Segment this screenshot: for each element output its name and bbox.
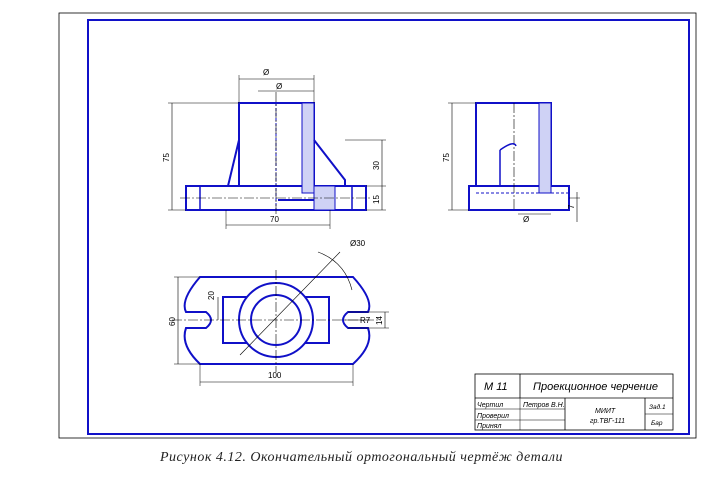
dim-side-height: 75 [442, 153, 451, 162]
top-view [172, 251, 389, 386]
front-view [168, 75, 386, 229]
dim-front-flange-height: 15 [372, 195, 381, 204]
front-hatch-wall [301, 102, 315, 194]
figure-caption: Рисунок 4.12. Окончательный ортогональны… [160, 450, 563, 465]
title-block-group: гр.ТВГ-111 [590, 418, 625, 425]
dim-side-bore: Ø [523, 215, 529, 224]
title-block-drew-name: Петров В.Н. [523, 402, 565, 409]
front-rib [313, 139, 346, 186]
title-block-scale: М 11 [484, 381, 508, 393]
dim-top-radius: R7 [360, 316, 371, 325]
title-block-sheet: Зад.1 [649, 403, 666, 411]
dim-side-flange: 7 [567, 204, 576, 209]
outer-frame [58, 12, 697, 439]
dim-top-slot: 20 [207, 291, 216, 300]
title-block-title: Проекционное черчение [533, 381, 658, 393]
dim-top-slot-width: 14 [375, 316, 384, 325]
side-view [448, 102, 580, 222]
side-hatch-wall [538, 102, 552, 194]
title-block-row-checked: Проверил [477, 413, 509, 420]
title-block-row-approved: Принял [477, 423, 501, 430]
title-block-row-drew: Чертил [477, 402, 503, 409]
dim-front-width-top: Ø [263, 68, 269, 77]
dim-top-height: 60 [168, 317, 177, 326]
dim-front-rib-height: 30 [372, 161, 381, 170]
dim-front-bore: Ø [276, 82, 282, 91]
dim-top-diameter: Ø30 [350, 239, 366, 248]
title-block [474, 373, 674, 431]
dim-front-width: 70 [270, 215, 279, 224]
inner-frame [87, 19, 690, 435]
front-rib-left [227, 139, 240, 187]
side-flange [468, 185, 570, 211]
title-block-org: МИИТ [595, 408, 616, 415]
dim-front-height: 75 [162, 153, 171, 162]
dim-top-length: 100 [268, 371, 282, 380]
title-block-format: Бар [651, 420, 663, 427]
